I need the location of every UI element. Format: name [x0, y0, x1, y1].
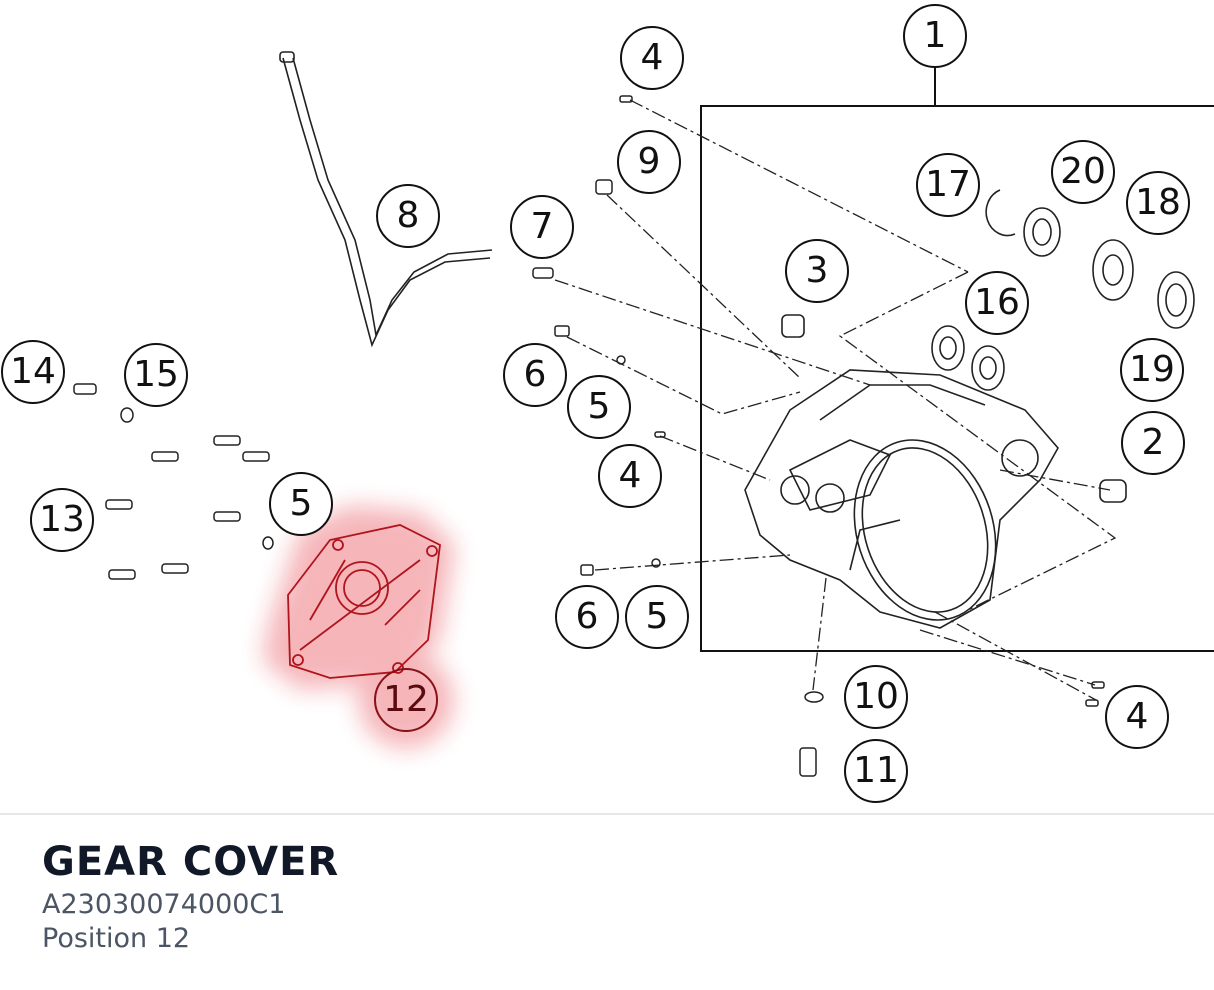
- callout-14[interactable]: 14: [1, 340, 65, 404]
- callout-circle: [903, 4, 967, 68]
- callout-circle: [567, 375, 631, 439]
- callout-4[interactable]: 4: [1105, 685, 1169, 749]
- callout-5[interactable]: 5: [269, 472, 333, 536]
- callout-label: 4: [641, 37, 664, 78]
- callout-label: 6: [524, 354, 547, 395]
- callout-19[interactable]: 19: [1120, 338, 1184, 402]
- callout-circle: [374, 668, 438, 732]
- callout-5[interactable]: 5: [625, 585, 689, 649]
- callout-label: 1: [924, 15, 947, 56]
- caption-divider: [0, 813, 1214, 815]
- callout-3[interactable]: 3: [785, 239, 849, 303]
- callout-label: 14: [10, 351, 56, 392]
- part-title: GEAR COVER: [42, 839, 340, 885]
- callout-label: 8: [397, 195, 420, 236]
- callout-2[interactable]: 2: [1121, 411, 1185, 475]
- callout-circle: [598, 444, 662, 508]
- callout-label: 12: [383, 679, 429, 720]
- callout-label: 5: [646, 596, 669, 637]
- callout-circle: [1126, 171, 1190, 235]
- callout-1[interactable]: 1: [903, 4, 967, 68]
- callout-12[interactable]: 12: [374, 668, 438, 732]
- part-position: Position 12: [42, 923, 191, 954]
- callout-label: 18: [1135, 182, 1181, 223]
- callout-8[interactable]: 8: [376, 184, 440, 248]
- callout-17[interactable]: 17: [916, 153, 980, 217]
- callout-circle: [1051, 140, 1115, 204]
- part-caption: GEAR COVER A23030074000C1 Position 12: [42, 836, 339, 956]
- callout-circle: [916, 153, 980, 217]
- callout-label: 11: [853, 750, 899, 791]
- callout-label: 9: [638, 141, 661, 182]
- callout-circle: [965, 271, 1029, 335]
- callout-7[interactable]: 7: [510, 195, 574, 259]
- callout-circle: [785, 239, 849, 303]
- engine-case: [744, 369, 1059, 629]
- breather-hose: [279, 51, 493, 348]
- callout-20[interactable]: 20: [1051, 140, 1115, 204]
- leader-lines: [554, 99, 1117, 701]
- callout-label: 20: [1060, 151, 1106, 192]
- callout-label: 3: [806, 250, 829, 291]
- callout-9[interactable]: 9: [617, 130, 681, 194]
- callout-4[interactable]: 4: [620, 26, 684, 90]
- callout-label: 17: [925, 164, 971, 205]
- callout-label: 7: [531, 206, 554, 247]
- callout-5[interactable]: 5: [567, 375, 631, 439]
- callout-circle: [1121, 411, 1185, 475]
- callout-circle: [844, 739, 908, 803]
- callout-15[interactable]: 15: [124, 343, 188, 407]
- callout-circle: [1120, 338, 1184, 402]
- callout-label: 5: [290, 483, 313, 524]
- callout-18[interactable]: 18: [1126, 171, 1190, 235]
- callout-11[interactable]: 11: [844, 739, 908, 803]
- callout-circle: [1105, 685, 1169, 749]
- callout-label: 16: [974, 282, 1020, 323]
- callout-label: 6: [576, 596, 599, 637]
- callout-circle: [620, 26, 684, 90]
- callout-16[interactable]: 16: [965, 271, 1029, 335]
- callout-circle: [503, 343, 567, 407]
- assembly-bracket: [700, 68, 1214, 652]
- fasteners: [73, 95, 1105, 777]
- callout-circle: [625, 585, 689, 649]
- callout-circle: [30, 488, 94, 552]
- callout-4[interactable]: 4: [598, 444, 662, 508]
- callout-label: 2: [1142, 422, 1165, 463]
- callout-circle: [269, 472, 333, 536]
- callout-label: 4: [619, 455, 642, 496]
- callout-label: 4: [1126, 696, 1149, 737]
- bearings-and-seals: [781, 189, 1195, 503]
- callout-10[interactable]: 10: [844, 665, 908, 729]
- highlight-glow: [262, 505, 455, 748]
- callout-circle: [555, 585, 619, 649]
- callout-circle: [1, 340, 65, 404]
- callout-13[interactable]: 13: [30, 488, 94, 552]
- callout-circle: [124, 343, 188, 407]
- callout-circle: [617, 130, 681, 194]
- callout-label: 5: [588, 386, 611, 427]
- callout-label: 13: [39, 499, 85, 540]
- callout-circle: [510, 195, 574, 259]
- callout-label: 19: [1129, 349, 1175, 390]
- callout-6[interactable]: 6: [503, 343, 567, 407]
- callout-6[interactable]: 6: [555, 585, 619, 649]
- part-number: A23030074000C1: [42, 889, 286, 920]
- callout-circle: [844, 665, 908, 729]
- gear-cover-part[interactable]: [287, 524, 441, 679]
- callout-circle: [376, 184, 440, 248]
- callout-label: 15: [133, 354, 179, 395]
- callout-label: 10: [853, 676, 899, 717]
